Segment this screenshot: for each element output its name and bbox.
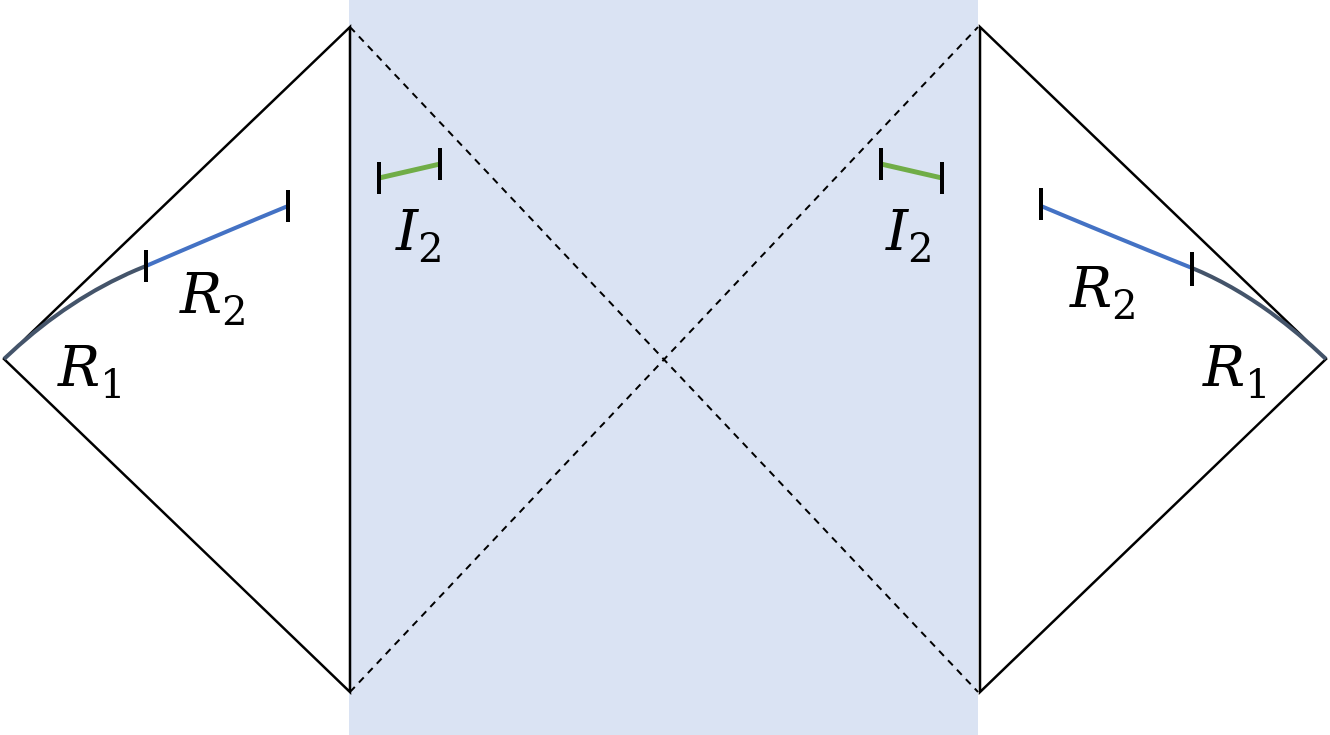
right-r1-label: R1	[1202, 335, 1271, 408]
right-r2-curve	[1040, 204, 1193, 270]
left-r2-curve	[145, 204, 289, 268]
right-island-segment	[880, 161, 943, 181]
left-r1-label: R1	[57, 335, 126, 408]
left-exterior-diamond	[2, 24, 352, 695]
right-exterior-diamond	[978, 24, 1328, 695]
right-r2-label: R2	[1069, 256, 1138, 329]
left-i2-label: I2	[395, 199, 444, 272]
left-island-segment	[378, 161, 441, 181]
left-r2-label: R2	[179, 262, 248, 335]
horizon-line-ascending	[349, 26, 979, 693]
shaded-interior-region	[349, 0, 978, 735]
left-r1-curve	[2, 264, 147, 361]
right-r1-curve	[1191, 266, 1328, 361]
right-i2-label: I2	[885, 199, 934, 272]
